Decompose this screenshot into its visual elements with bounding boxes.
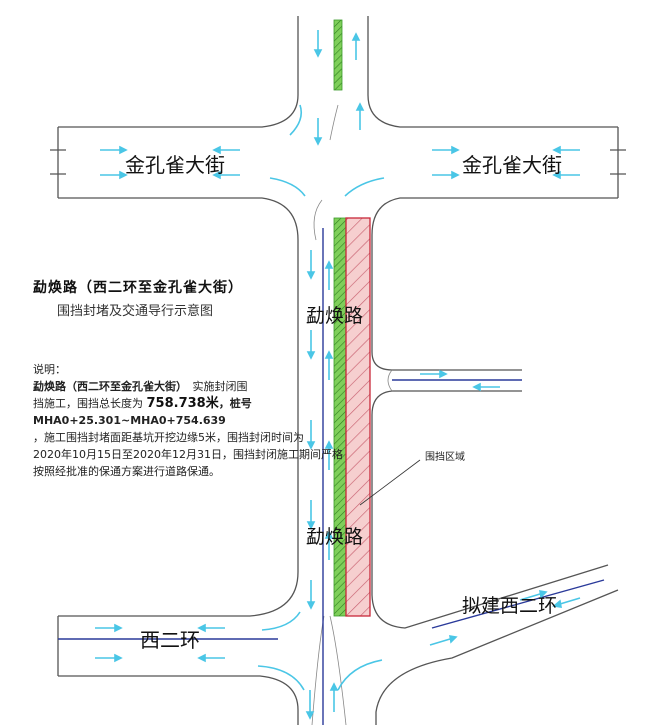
enclosure-area: [345, 217, 371, 617]
direction-arrows: [95, 30, 581, 720]
enclosure-length: 758.738米: [146, 396, 219, 411]
diagram-title: 勐焕路（西二环至金孔雀大街）: [33, 280, 243, 296]
notes-line-2: 挡施工，围挡总长度为 758.738米，桩号MHA0+25.301~MHA0+7…: [33, 396, 252, 427]
center-lines: [58, 228, 605, 725]
notes-line-4: 2020年10月15日至2020年12月31日，围挡封闭施工期间严格: [33, 448, 343, 461]
notes-line-1: 勐焕路（西二环至金孔雀大街） 实施封闭围: [33, 380, 248, 393]
notes-line-3: ，施工围挡封堵面距基坑开挖边缘5米，围挡封闭时间为: [33, 431, 304, 444]
road-outlines: [50, 16, 626, 725]
notes-line-5: 按照经批准的保通方案进行道路保通。: [33, 465, 220, 478]
notes-heading: 说明：: [33, 363, 66, 376]
road-label-menghuan-lower: 勐焕路: [306, 526, 363, 548]
road-label-planned-xierhuan: 拟建西二环: [462, 595, 557, 617]
notes-block: 说明： 勐焕路（西二环至金孔雀大街） 实施封闭围 挡施工，围挡总长度为 758.…: [33, 361, 393, 480]
road-label-jinkongque-west: 金孔雀大街: [125, 153, 225, 177]
road-label-jinkongque-east: 金孔雀大街: [462, 153, 562, 177]
enclosure-area-label: 围挡区域: [425, 452, 465, 463]
area-leader-line: [359, 459, 421, 506]
top-median-strip: [333, 19, 343, 91]
diagram-subtitle: 围挡封堵及交通导行示意图: [57, 304, 214, 319]
road-label-xierhuan: 西二环: [140, 628, 200, 652]
road-label-menghuan-upper: 勐焕路: [306, 305, 363, 327]
